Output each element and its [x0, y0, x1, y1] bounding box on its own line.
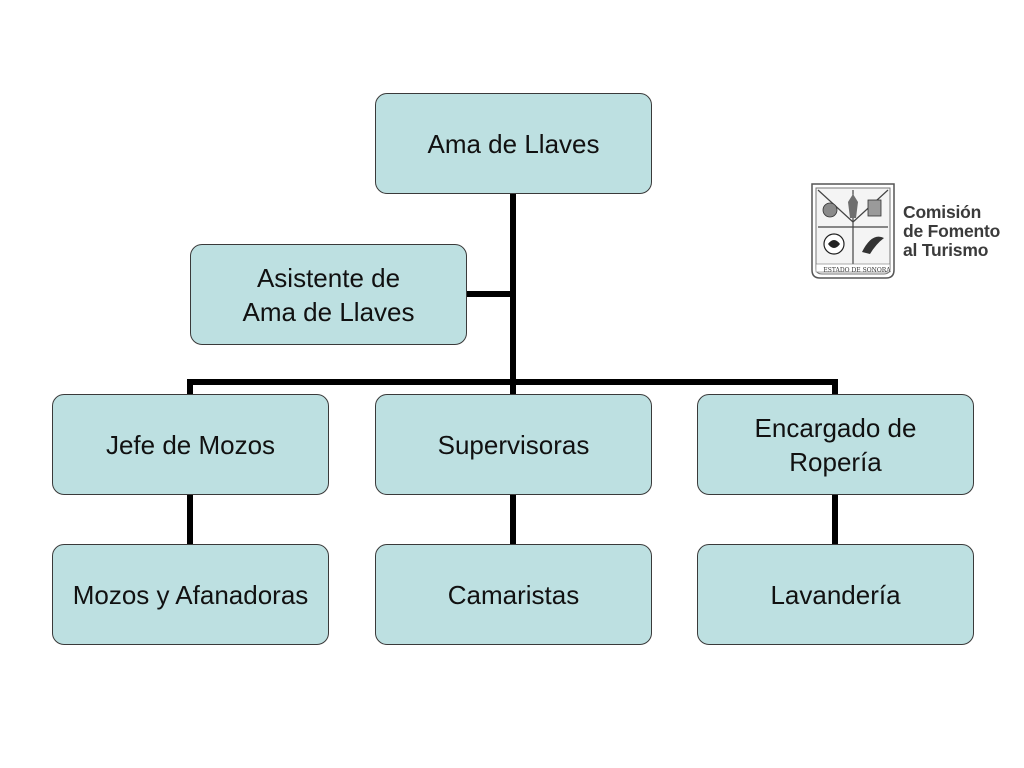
sonora-seal-logo: [811, 183, 895, 279]
node-jefe-de-mozos: Jefe de Mozos: [52, 394, 329, 495]
node-lavanderia: Lavandería: [697, 544, 974, 645]
logo-line2: de Fomento: [903, 221, 1001, 241]
node-label: Camaristas: [447, 579, 580, 610]
node-label: Mozos y Afanadoras: [72, 579, 309, 610]
node-asistente: Asistente de Ama de Llaves: [190, 244, 467, 345]
node-encargado-ropeeria: Encargado de Ropería: [697, 394, 974, 495]
node-label: Lavandería: [770, 579, 901, 610]
logo-wordmark: Comisión de Fomento al Turismo: [903, 203, 1000, 260]
node-camaristas: Camaristas: [375, 544, 652, 645]
node-label: Supervisoras: [437, 429, 590, 460]
node-mozos-afanadoras: Mozos y Afanadoras: [52, 544, 329, 645]
node-ama-de-llaves: Ama de Llaves: [375, 93, 652, 194]
node-label: Jefe de Mozos: [105, 429, 276, 460]
node-label: Ama de Llaves: [427, 128, 600, 159]
logo-line3: al Turismo: [903, 240, 989, 260]
seal-caption: ESTADO DE SONORA: [823, 267, 891, 274]
node-label-line1: Asistente de: [256, 262, 401, 293]
logo-line1: Comisión: [903, 202, 982, 222]
node-label-line2: Ama de Llaves: [242, 296, 415, 327]
node-supervisoras: Supervisoras: [375, 394, 652, 495]
node-label-line1: Encargado de: [754, 412, 917, 443]
node-label-line2: Ropería: [789, 446, 882, 477]
